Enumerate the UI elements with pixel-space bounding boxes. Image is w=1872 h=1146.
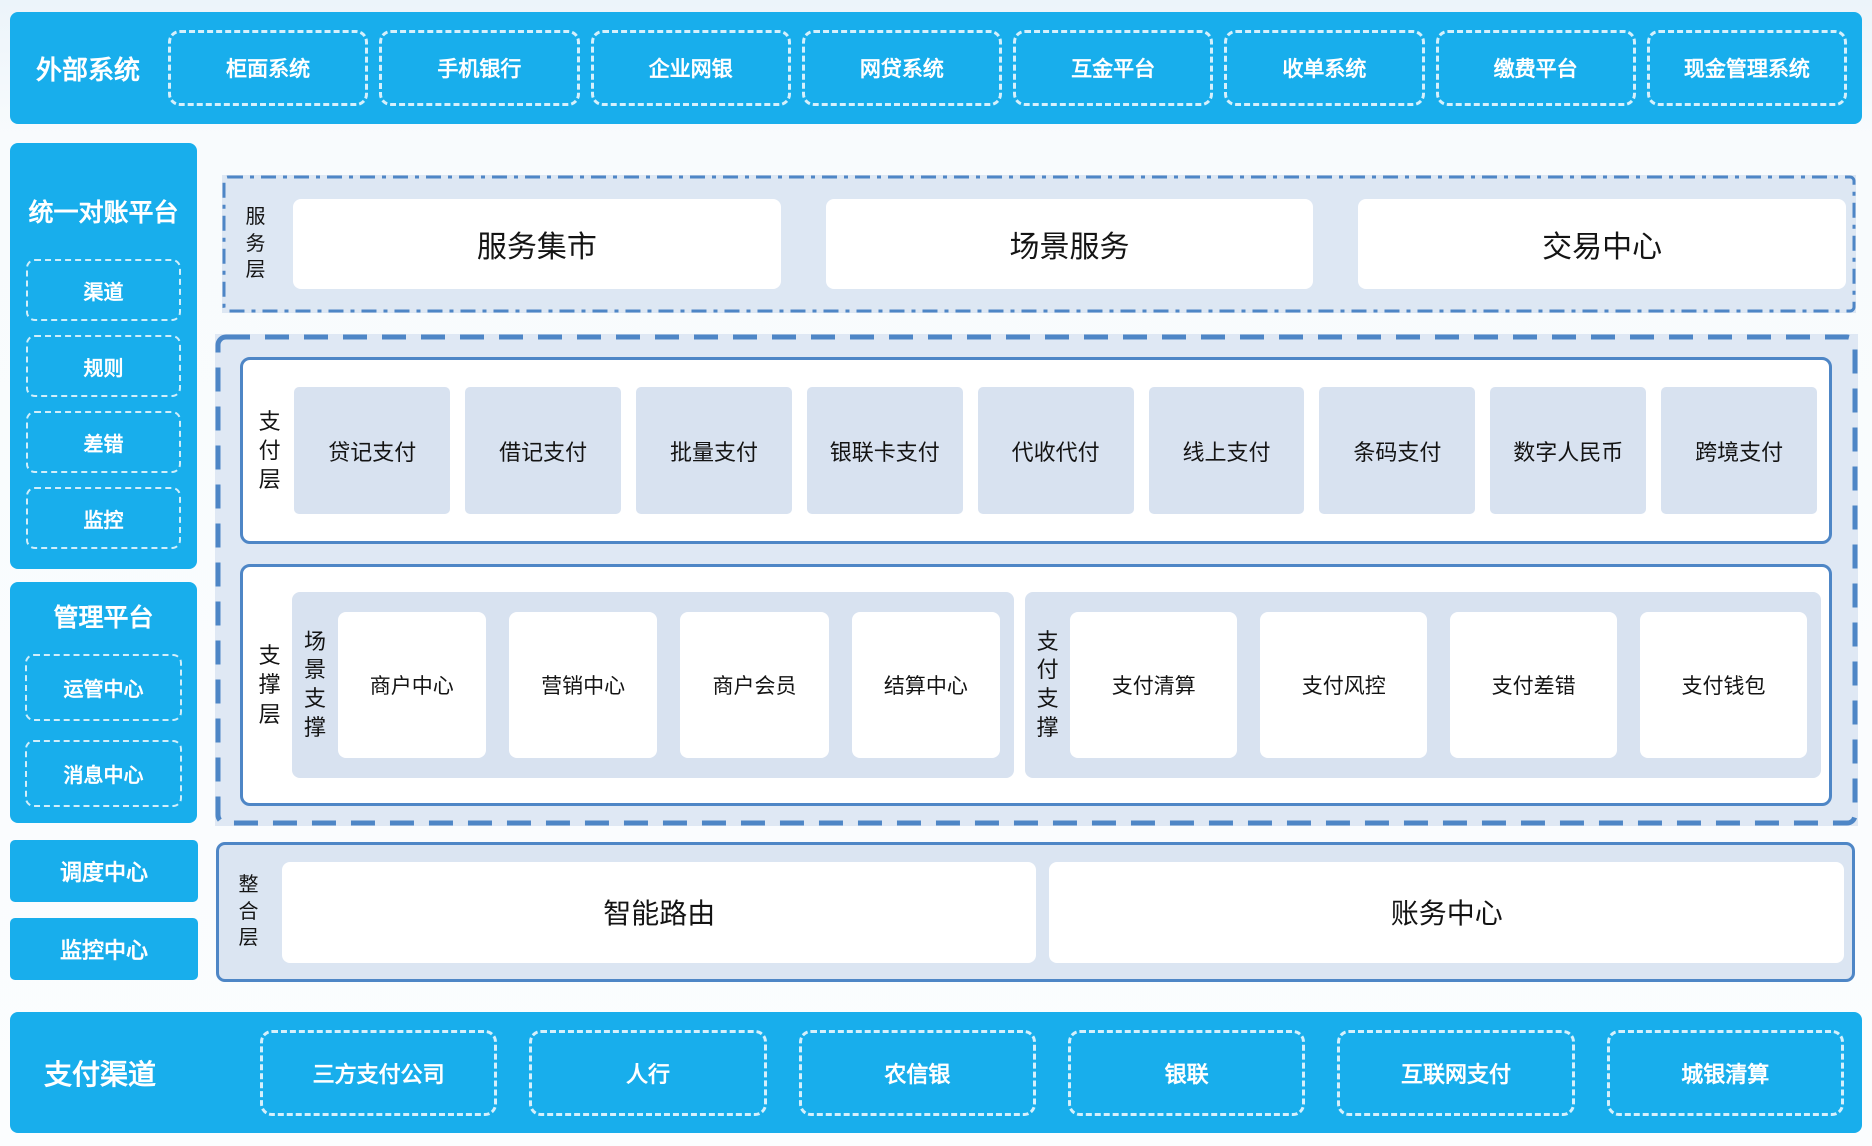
node-bill-payment-platform: 缴费平台 — [1435, 30, 1636, 106]
node-settlement-center: 结算中心 — [851, 612, 1001, 758]
payment-channels-title: 支付渠道 — [44, 1058, 157, 1090]
node-rural-credit-bank: 农信银 — [798, 1029, 1036, 1116]
node-operation-center: 运管中心 — [25, 654, 182, 721]
core-layers-container: 支付层 贷记支付 借记支付 批量支付 银联卡支付 代收代付 线上支付 条码支付 … — [215, 334, 1858, 826]
support-layer-groups: 场景支撑 商户中心 营销中心 商户会员 结算中心 支付支撑 支付清算 支付风控 … — [292, 592, 1821, 778]
node-payment-risk-control: 支付风控 — [1260, 612, 1428, 758]
scene-support-group: 场景支撑 商户中心 营销中心 商户会员 结算中心 — [292, 592, 1015, 778]
node-unionpay: 银联 — [1067, 1029, 1306, 1116]
node-monitoring: 监控 — [26, 487, 181, 549]
node-third-party-payment-company: 三方支付公司 — [260, 1029, 498, 1116]
node-counter-system: 柜面系统 — [168, 30, 369, 106]
reconciliation-platform-panel: 统一对账平台 渠道 规则 差错 监控 — [10, 143, 197, 569]
external-systems-bar: 外部系统 柜面系统 手机银行 企业网银 网贷系统 互金平台 收单系统 缴费平台 … — [10, 12, 1862, 124]
node-merchant-center: 商户中心 — [337, 612, 486, 758]
node-digital-rmb: 数字人民币 — [1490, 387, 1647, 514]
node-marketing-center: 营销中心 — [508, 612, 658, 758]
node-dispatch-center: 调度中心 — [10, 840, 198, 902]
node-smart-routing: 智能路由 — [282, 861, 1037, 963]
integration-layer-cards: 智能路由 账务中心 — [282, 861, 1844, 963]
reconciliation-platform-title: 统一对账平台 — [28, 199, 179, 227]
support-layer-label: 支撑层 — [258, 643, 281, 727]
node-accounting-center: 账务中心 — [1049, 861, 1844, 963]
node-pboc: 人行 — [529, 1029, 767, 1116]
service-layer-label: 服务层 — [245, 206, 266, 282]
management-items: 运管中心 消息中心 — [25, 654, 182, 807]
node-channel: 渠道 — [26, 259, 181, 321]
node-unionpay-card-payment: 银联卡支付 — [806, 387, 963, 514]
management-platform-title: 管理平台 — [53, 604, 154, 632]
node-monitor-center: 监控中心 — [10, 918, 198, 980]
scene-support-cards: 商户中心 营销中心 商户会员 结算中心 — [337, 612, 1001, 758]
integration-layer-label: 整合层 — [238, 874, 259, 950]
payment-support-cards: 支付清算 支付风控 支付差错 支付钱包 — [1070, 612, 1808, 758]
service-layer-cards: 服务集市 场景服务 交易中心 — [293, 199, 1847, 289]
node-city-bank-clearing: 城银清算 — [1606, 1029, 1844, 1116]
node-payment-discrepancy: 支付差错 — [1450, 612, 1618, 758]
payment-channels-items: 三方支付公司 人行 农信银 银联 互联网支付 城银清算 — [260, 1029, 1844, 1116]
support-layer-section: 支撑层 场景支撑 商户中心 营销中心 商户会员 结算中心 支付支撑 支付清算 支… — [240, 564, 1832, 806]
payment-support-group: 支付支撑 支付清算 支付风控 支付差错 支付钱包 — [1025, 592, 1821, 778]
management-platform-panel: 管理平台 运管中心 消息中心 — [10, 582, 197, 823]
node-cross-border-payment: 跨境支付 — [1661, 387, 1818, 514]
node-internet-payment: 互联网支付 — [1337, 1029, 1575, 1116]
node-barcode-payment: 条码支付 — [1319, 387, 1476, 514]
payment-support-label: 支付支撑 — [1036, 628, 1059, 740]
node-batch-payment: 批量支付 — [636, 387, 792, 514]
node-payment-wallet: 支付钱包 — [1640, 612, 1808, 758]
service-layer-section: 服务层 服务集市 场景服务 交易中心 — [222, 175, 1856, 313]
reconciliation-items: 渠道 规则 差错 监控 — [26, 259, 181, 549]
node-transaction-center: 交易中心 — [1358, 199, 1847, 289]
external-systems-title: 外部系统 — [36, 54, 141, 85]
node-collection-payment: 代收代付 — [977, 387, 1134, 514]
node-message-center: 消息中心 — [25, 740, 182, 807]
node-payment-clearing: 支付清算 — [1070, 612, 1238, 758]
scene-support-label: 场景支撑 — [303, 628, 326, 740]
payment-channels-bar: 支付渠道 三方支付公司 人行 农信银 银联 互联网支付 城银清算 — [10, 1012, 1862, 1133]
node-service-market: 服务集市 — [293, 199, 781, 289]
node-acquiring-system: 收单系统 — [1224, 30, 1425, 106]
node-debit-payment: 借记支付 — [465, 387, 622, 514]
node-internet-finance-platform: 互金平台 — [1013, 30, 1214, 106]
node-corporate-ebanking: 企业网银 — [590, 30, 791, 106]
integration-layer-section: 整合层 智能路由 账务中心 — [216, 842, 1855, 982]
node-mobile-banking: 手机银行 — [379, 30, 580, 106]
node-rules: 规则 — [26, 335, 181, 397]
node-online-loan-system: 网贷系统 — [801, 30, 1002, 106]
payment-layer-section: 支付层 贷记支付 借记支付 批量支付 银联卡支付 代收代付 线上支付 条码支付 … — [240, 357, 1832, 544]
external-systems-items: 柜面系统 手机银行 企业网银 网贷系统 互金平台 收单系统 缴费平台 现金管理系… — [168, 30, 1847, 106]
payment-layer-cards: 贷记支付 借记支付 批量支付 银联卡支付 代收代付 线上支付 条码支付 数字人民… — [294, 387, 1818, 514]
node-merchant-member: 商户会员 — [680, 612, 829, 758]
node-cash-management-system: 现金管理系统 — [1646, 30, 1847, 106]
node-credit-payment: 贷记支付 — [294, 387, 451, 514]
node-online-payment: 线上支付 — [1148, 387, 1305, 514]
node-scenario-service: 场景服务 — [825, 199, 1314, 289]
node-discrepancy: 差错 — [26, 411, 181, 473]
payment-layer-label: 支付层 — [258, 408, 281, 493]
